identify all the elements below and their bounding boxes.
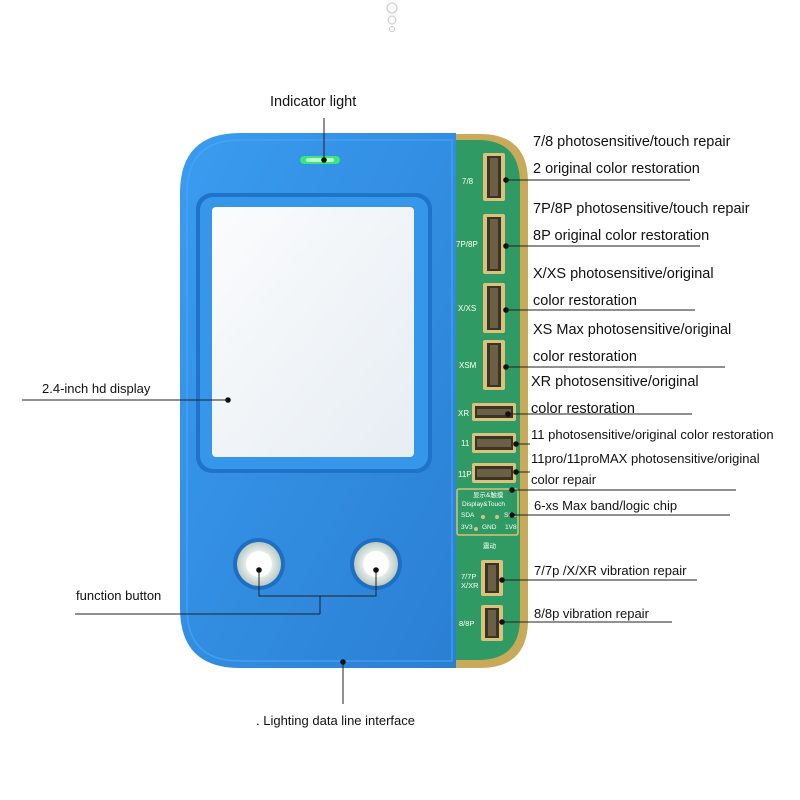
- pcb-pin-sda: SDA: [461, 512, 475, 519]
- pcb-label-vib-77p: 7/7P: [461, 572, 476, 581]
- label-display: 2.4-inch hd display: [42, 381, 151, 396]
- label-lighting-interface: . Lighting data line interface: [256, 713, 415, 728]
- label-r3-line2: color restoration: [533, 293, 637, 309]
- label-r7-line2: color repair: [531, 472, 597, 487]
- function-button-right[interactable]: [350, 538, 402, 590]
- display-touch-block: [456, 488, 519, 536]
- connector-xxs[interactable]: [483, 283, 505, 333]
- label-r1-line2: 2 original color restoration: [533, 161, 700, 177]
- label-r5-line1: XR photosensitive/original: [531, 374, 699, 390]
- connector-vib-88p[interactable]: [481, 605, 503, 641]
- label-r5-line2: color restoration: [531, 401, 635, 417]
- pcb-pin-1v8: 1V8: [505, 524, 517, 531]
- label-r8: 6-xs Max band/logic chip: [534, 498, 678, 513]
- label-r2-line2: 8P original color restoration: [533, 228, 710, 244]
- connector-7p8p[interactable]: [483, 214, 505, 274]
- connector-78[interactable]: [483, 153, 505, 201]
- label-r7-line1: 11pro/11proMAX photosensitive/original: [531, 451, 760, 466]
- connector-11[interactable]: [472, 433, 516, 453]
- pcb-label-11p: 11P: [458, 470, 472, 479]
- pcb-label-11: 11: [461, 439, 470, 448]
- label-r10: 8/8p vibration repair: [534, 606, 649, 621]
- label-r4-line1: XS Max photosensitive/original: [533, 322, 732, 338]
- pcb-pin-gnd: GND: [482, 524, 497, 531]
- label-function-button: function button: [76, 588, 162, 603]
- pcb-chip-title-en: Display&Touch: [462, 501, 505, 508]
- pcb-label-xsm: XSM: [459, 361, 477, 370]
- label-indicator-light: Indicator light: [270, 94, 357, 110]
- label-r4-line2: color restoration: [533, 349, 637, 365]
- display-screen: [196, 193, 432, 473]
- label-r1-line1: 7/8 photosensitive/touch repair: [533, 134, 731, 150]
- pcb-label-7p8p: 7P/8P: [456, 240, 478, 249]
- connector-xsm[interactable]: [483, 340, 505, 390]
- pcb-vib-title-cn: 震动: [483, 542, 497, 550]
- connector-vib-77p[interactable]: [481, 560, 503, 596]
- connector-11p[interactable]: [472, 463, 516, 483]
- label-r2-line1: 7P/8P photosensitive/touch repair: [533, 201, 750, 217]
- connector-xr[interactable]: [472, 403, 516, 421]
- function-button-left[interactable]: [233, 538, 285, 590]
- indicator-light-glow: [306, 158, 334, 162]
- leader-dots: [225, 157, 519, 665]
- pcb-label-vib-88p: 8/8P: [459, 619, 474, 628]
- label-r6: 11 photosensitive/original color restora…: [531, 427, 774, 442]
- label-r3-line1: X/XS photosensitive/original: [533, 266, 714, 282]
- pcb-label-xr: XR: [458, 409, 469, 418]
- pcb-label-78: 7/8: [462, 177, 474, 186]
- top-decoration: [386, 2, 398, 32]
- pcb-chip-title-cn: 显示&触摸: [473, 490, 504, 499]
- label-r9: 7/7p /X/XR vibration repair: [534, 563, 687, 578]
- pcb-pin-3v3: 3V3: [461, 524, 473, 531]
- pcb-label-vib-xxr: X/XR: [461, 581, 479, 590]
- pcb-label-xxs: X/XS: [458, 304, 476, 313]
- leader-lines: [22, 118, 736, 704]
